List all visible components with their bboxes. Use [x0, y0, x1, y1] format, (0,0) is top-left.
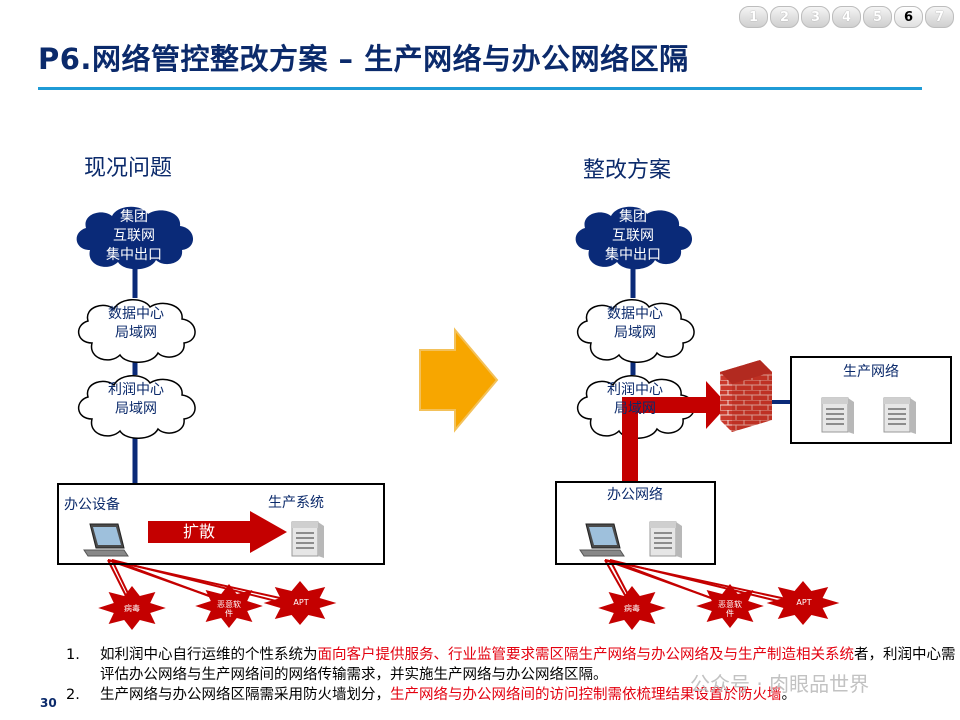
- production-network-box: [790, 356, 952, 444]
- right-heading: 整改方案: [583, 158, 672, 183]
- left-profit-center-label: 利润中心局域网: [108, 382, 164, 417]
- right-virus-label: 病毒: [624, 604, 640, 613]
- watermark: 公众号 · 肉眼品世界: [690, 672, 870, 696]
- page-tab-4[interactable]: 4: [832, 6, 861, 28]
- page-tab-6[interactable]: 6: [894, 6, 923, 28]
- production-network-label: 生产网络: [843, 364, 899, 380]
- left-heading: 现况问题: [84, 156, 173, 181]
- right-profit-center-label: 利润中心局域网: [607, 382, 663, 417]
- note-number: 1.: [66, 647, 80, 663]
- left-internet-label: 集团互联网集中出口: [106, 209, 162, 263]
- right-datacenter-label: 数据中心局域网: [607, 306, 663, 341]
- spread-label: 扩散: [183, 522, 216, 541]
- left-malware-label: 恶意软件: [217, 600, 241, 618]
- left-apt-label: APT: [293, 598, 309, 607]
- left-datacenter-label: 数据中心局域网: [108, 306, 164, 341]
- page-tab-2[interactable]: 2: [770, 6, 799, 28]
- page-title: P6.网络管控整改方案 – 生产网络与办公网络区隔: [38, 42, 689, 76]
- title-divider: [38, 87, 922, 90]
- right-threat-lines: [604, 559, 801, 607]
- left-virus-label: 病毒: [124, 604, 140, 613]
- page-tab-7[interactable]: 7: [925, 6, 954, 28]
- page-number: 30: [40, 696, 57, 710]
- office-to-firewall-arrow: [622, 381, 728, 483]
- office-network-box: [555, 481, 716, 565]
- note-text: 生产网络与办公网络区隔需采用防火墙划分，生产网络与办公网络间的访问控制需依梳理结…: [100, 687, 796, 703]
- note-text: 如利润中心自行运维的个性系统为面向客户提供服务、行业监管要求需区隔生产网络与办公…: [100, 647, 956, 683]
- right-internet-label: 集团互联网集中出口: [605, 209, 661, 263]
- transition-arrow: [419, 327, 499, 433]
- production-system-label: 生产系统: [268, 495, 324, 511]
- spread-arrow: [148, 511, 287, 553]
- page-tab-1[interactable]: 1: [739, 6, 768, 28]
- note-item-1: 1. 如利润中心自行运维的个性系统为面向客户提供服务、行业监管要求需区隔生产网络…: [66, 645, 958, 685]
- left-network-box: [57, 483, 385, 565]
- note-item-2: 2. 生产网络与办公网络区隔需采用防火墙划分，生产网络与办公网络间的访问控制需依…: [66, 685, 958, 705]
- page-tab-3[interactable]: 3: [801, 6, 830, 28]
- note-number: 2.: [66, 687, 80, 703]
- office-network-label: 办公网络: [607, 487, 663, 503]
- page-navigator: 1 2 3 4 5 6 7: [739, 6, 954, 28]
- right-malware-label: 恶意软件: [718, 600, 742, 618]
- firewall-icon: [720, 360, 772, 432]
- notes-list: 1. 如利润中心自行运维的个性系统为面向客户提供服务、行业监管要求需区隔生产网络…: [66, 645, 958, 705]
- right-apt-label: APT: [796, 598, 812, 607]
- office-device-label: 办公设备: [64, 497, 120, 513]
- page-tab-5[interactable]: 5: [863, 6, 892, 28]
